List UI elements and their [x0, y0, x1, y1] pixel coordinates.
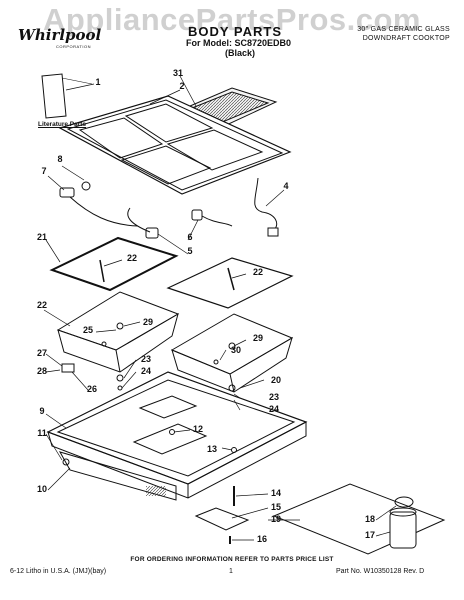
part-container [389, 496, 417, 549]
callout-1: 1 [95, 77, 101, 87]
part-electrode [127, 207, 233, 239]
part-burner-box-right [170, 313, 294, 393]
part-gasket [49, 236, 179, 292]
part-gasket-right [166, 257, 294, 309]
print-info: 6-12 Litho in U.S.A. (JMJ)(bay) [10, 568, 107, 575]
callout-17: 17 [364, 530, 375, 540]
callout-31: 31 [172, 68, 183, 78]
part-wire-harness-4 [254, 177, 279, 237]
callout-16: 16 [256, 534, 267, 544]
part-burner-box-left [56, 291, 180, 373]
callout-22-b: 22 [252, 267, 263, 277]
callout-14: 14 [270, 488, 281, 498]
callout-6: 6 [187, 232, 193, 242]
brand-logo: Whirlpool [18, 26, 102, 44]
callout-23-a: 23 [140, 354, 151, 364]
callout-7: 7 [41, 166, 47, 176]
brand-logo-subtitle: CORPORATION [56, 44, 91, 49]
callout-25: 25 [82, 325, 93, 335]
part-bottom-plate [272, 483, 446, 555]
page-number: 1 [229, 568, 233, 575]
product-line-2: DOWNDRAFT COOKTOP [362, 35, 450, 42]
callout-18: 18 [364, 514, 375, 524]
part-base-pan [46, 371, 308, 499]
callout-26: 26 [86, 384, 97, 394]
callout-15: 15 [270, 502, 281, 512]
callout-2: 2 [179, 81, 185, 91]
callout-19: 19 [270, 514, 281, 524]
callout-20: 20 [270, 375, 281, 385]
callout-11: 11 [37, 428, 47, 438]
part-literature [41, 73, 93, 119]
callout-27: 27 [36, 348, 47, 358]
part-cover-plate [194, 507, 250, 531]
callout-12: 12 [192, 424, 203, 434]
part-number: Part No. W10350128 Rev. D [336, 568, 425, 575]
literature-parts-label: Literature Parts [38, 121, 87, 128]
page-title: BODY PARTS [188, 24, 283, 39]
callout-24-a: 24 [140, 366, 151, 376]
part-cooktop-frame [58, 95, 292, 195]
callout-10: 10 [36, 484, 47, 494]
callout-30: 30 [230, 345, 241, 355]
callout-5: 5 [187, 246, 193, 256]
model-number: For Model: SC8720EDB0 [186, 38, 292, 48]
callout-22-a: 22 [126, 253, 137, 263]
model-color: (Black) [225, 48, 256, 58]
callout-13: 13 [206, 444, 217, 454]
callout-4: 4 [283, 181, 289, 191]
callout-29-a: 29 [142, 317, 153, 327]
product-description: 30" GAS CERAMIC GLASS DOWNDRAFT COOKTOP [340, 25, 450, 43]
callout-23-b: 23 [268, 392, 279, 402]
callout-28: 28 [36, 366, 47, 376]
part-side-panel [58, 451, 177, 501]
part-screws [229, 486, 235, 544]
callout-22-c: 22 [36, 300, 47, 310]
watermark: AppliancePartsPros.com [43, 2, 421, 37]
ordering-note: FOR ORDERING INFORMATION REFER TO PARTS … [130, 556, 334, 563]
callout-9: 9 [39, 406, 45, 416]
callout-29-b: 29 [252, 333, 263, 343]
part-switch [59, 181, 139, 227]
callout-24-b: 24 [268, 404, 279, 414]
callout-21: 21 [36, 232, 47, 242]
callout-8: 8 [57, 154, 63, 164]
leader-lines [43, 75, 397, 541]
product-line-1: 30" GAS CERAMIC GLASS [357, 26, 450, 33]
